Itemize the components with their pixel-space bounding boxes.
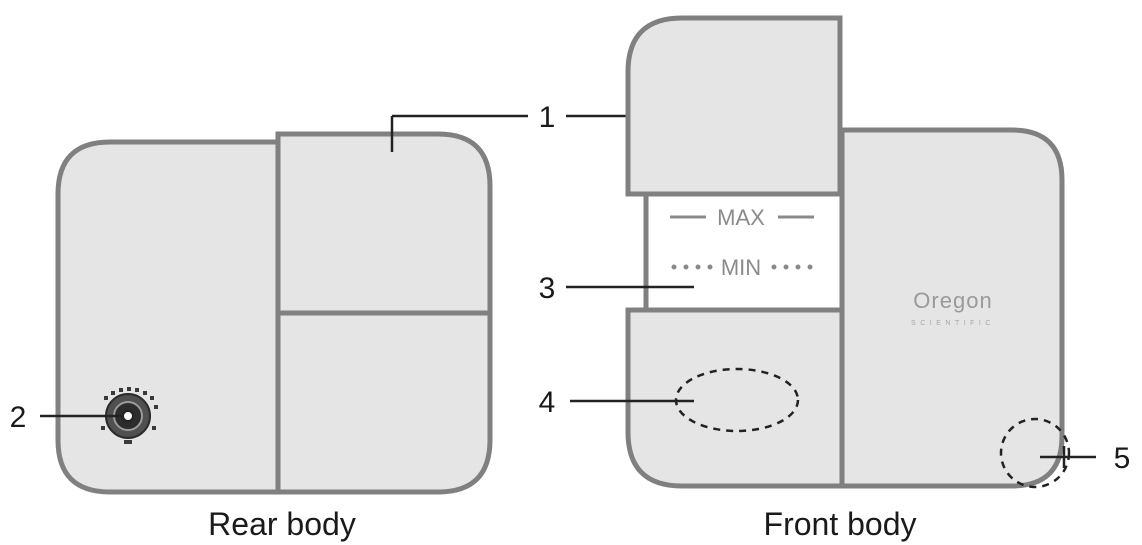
callout-2-label: 2 — [10, 401, 27, 434]
connector-jack-icon — [101, 387, 158, 444]
min-level-label: MIN — [721, 255, 761, 280]
rear-body-top-right-panel — [275, 131, 493, 316]
callout-3-label: 3 — [539, 272, 556, 305]
front-body-right-panel — [839, 127, 1065, 489]
rear-body: 1 2 Rear body — [10, 101, 693, 542]
min-mark-right-dots — [771, 264, 813, 270]
logo-tagline: SCIENTIFIC — [911, 320, 995, 327]
callout-5-label: 5 — [1114, 442, 1131, 475]
rear-body-bottom-right-panel — [275, 310, 493, 495]
max-level-label: MAX — [717, 205, 765, 230]
oregon-scientific-logo: Oregon SCIENTIFIC — [911, 288, 995, 327]
front-body-bottom-panel — [625, 307, 845, 489]
min-mark-left-dots — [671, 264, 713, 270]
front-body-caption: Front body — [764, 506, 917, 542]
callout-5-dashed-region — [999, 417, 1071, 489]
front-body: MAX MIN Oregon SCIENTIFIC 3 4 5 Front bo… — [539, 15, 1131, 542]
rear-body-left-panel — [55, 139, 281, 495]
callout-4-label: 4 — [539, 386, 556, 419]
logo-name: Oregon — [913, 288, 992, 313]
rear-body-caption: Rear body — [208, 506, 356, 542]
callout-1-label: 1 — [539, 101, 556, 134]
front-body-top-flap — [625, 15, 843, 197]
